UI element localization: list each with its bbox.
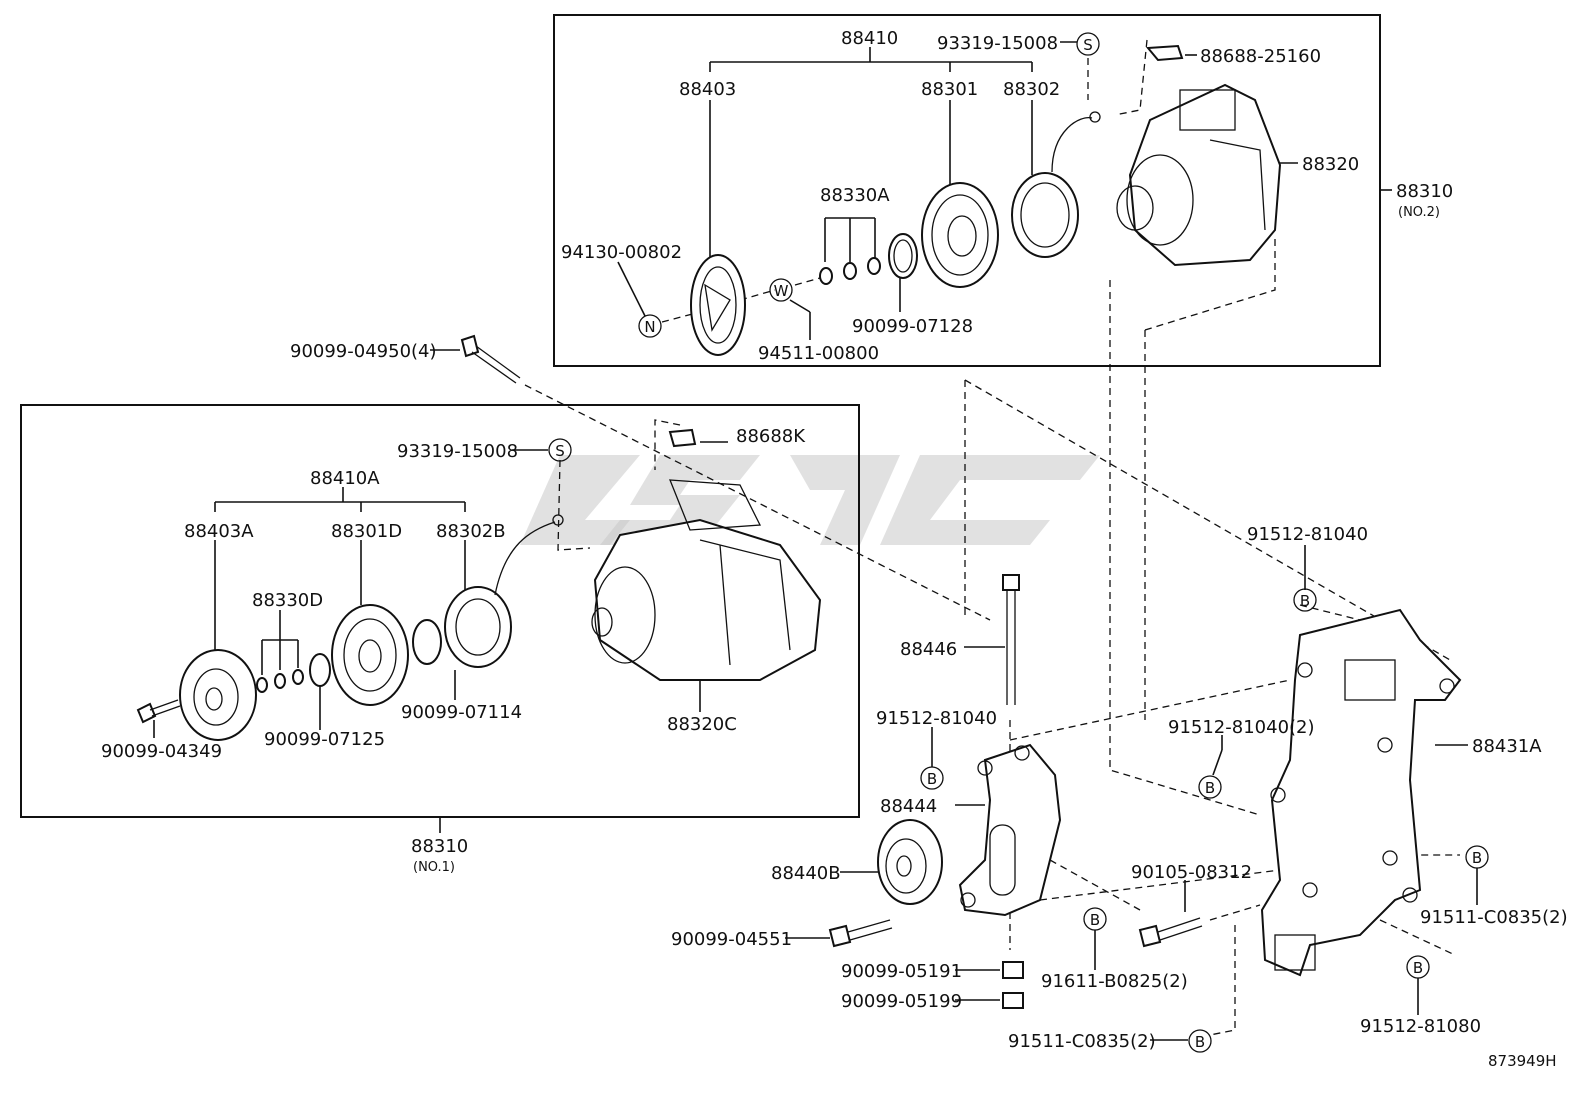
label-93319-left: 93319-15008 [397, 441, 518, 462]
nut-90099-05191 [1002, 961, 1024, 979]
label-88310-no1-sub: (NO.1) [413, 860, 455, 875]
label-88310-no2: 88310 [1396, 181, 1453, 202]
svg-text:S: S [555, 442, 565, 460]
callout-s-left: S [548, 438, 572, 462]
left-ring-90099-07114 [412, 619, 442, 665]
label-88301: 88301 [921, 79, 978, 100]
label-88320: 88320 [1302, 154, 1359, 175]
bolt-90099-04950 [460, 334, 521, 384]
left-hub-plate-88403A [179, 649, 257, 741]
bolt-88446 [1002, 574, 1020, 705]
label-88310-no2-sub: (NO.2) [1398, 205, 1440, 220]
label-88440B: 88440B [771, 863, 841, 884]
label-88688K: 88688K [736, 426, 806, 447]
label-88410: 88410 [841, 28, 898, 49]
callout-w: W [769, 278, 793, 302]
label-88403A: 88403A [184, 521, 254, 542]
left-pulley-88301D [331, 604, 409, 706]
top-snap-ring-90099-07128 [888, 233, 918, 279]
label-94130-00802: 94130-00802 [561, 242, 682, 263]
callout-b-2: B [920, 766, 944, 790]
callout-b-4: B [1465, 845, 1489, 869]
label-90099-05191: 90099-05191 [841, 961, 962, 982]
label-88688-25160: 88688-25160 [1200, 46, 1321, 67]
label-93319-top: 93319-15008 [937, 33, 1058, 54]
label-88302: 88302 [1003, 79, 1060, 100]
label-90105-08312: 90105-08312 [1131, 862, 1252, 883]
label-88410A: 88410A [310, 468, 380, 489]
left-snap-ring-90099-07125 [309, 653, 331, 687]
left-stator-88302B [444, 514, 564, 668]
callout-b-1: B [1293, 588, 1317, 612]
svg-text:B: B [1195, 1033, 1205, 1051]
svg-text:B: B [1413, 959, 1423, 977]
label-88330A: 88330A [820, 185, 890, 206]
svg-text:B: B [927, 770, 937, 788]
callout-b-5: B [1083, 907, 1107, 931]
top-bracket-88688-25160 [1145, 44, 1184, 62]
svg-text:B: B [1472, 849, 1482, 867]
left-leader-lines [153, 419, 728, 833]
label-90099-07125: 90099-07125 [264, 729, 385, 750]
nut-90099-05199 [1002, 992, 1024, 1009]
label-91511-c0835-right: 91511-C0835(2) [1420, 907, 1568, 928]
svg-text:B: B [1205, 779, 1215, 797]
left-compressor-88320C [591, 479, 822, 681]
callout-b-6: B [1406, 955, 1430, 979]
diagram-reference-code: 873949H [1488, 1052, 1557, 1070]
label-90099-04551: 90099-04551 [671, 929, 792, 950]
bracket-88431A [1260, 608, 1462, 977]
label-91512-81040-mid: 91512-81040 [876, 708, 997, 729]
left-bolt-90099-04349 [136, 699, 181, 724]
right-leader-lines [785, 545, 1478, 1041]
top-stator-88302 [1011, 111, 1101, 258]
svg-text:B: B [1090, 911, 1100, 929]
svg-text:N: N [644, 318, 655, 336]
callout-b-7: B [1188, 1029, 1212, 1053]
top-leader-lines [617, 39, 1392, 340]
label-91511-c0835-bottom: 91511-C0835(2) [1008, 1031, 1156, 1052]
left-bracket-88688K [668, 428, 697, 448]
label-88444: 88444 [880, 796, 937, 817]
left-shims-88330D [256, 669, 304, 693]
bracket-88444 [958, 743, 1062, 917]
top-shims-88330A [819, 257, 881, 285]
label-90099-04950: 90099-04950(4) [290, 341, 437, 362]
label-88446: 88446 [900, 639, 957, 660]
label-88302B: 88302B [436, 521, 506, 542]
top-pulley-88301 [921, 182, 999, 288]
label-90099-05199: 90099-05199 [841, 991, 962, 1012]
callout-s-top: S [1076, 32, 1100, 56]
label-90099-04349: 90099-04349 [101, 741, 222, 762]
callout-n: N [638, 314, 662, 338]
callout-b-3: B [1198, 775, 1222, 799]
label-88310-no1: 88310 [411, 836, 468, 857]
svg-text:W: W [774, 282, 789, 300]
label-91512-81040-2: 91512-81040(2) [1168, 717, 1315, 738]
label-88403: 88403 [679, 79, 736, 100]
label-90099-07114: 90099-07114 [401, 702, 522, 723]
watermark-logo [520, 455, 1100, 545]
label-91512-81040-top: 91512-81040 [1247, 524, 1368, 545]
top-hub-plate-88403 [690, 254, 746, 356]
label-91512-81080: 91512-81080 [1360, 1016, 1481, 1037]
top-compressor-88320 [1116, 83, 1282, 267]
svg-text:B: B [1300, 592, 1310, 610]
svg-text:S: S [1083, 36, 1093, 54]
bolt-90105-08312 [1138, 917, 1203, 948]
idler-pulley-88440B [877, 819, 943, 905]
bolt-90099-04551 [828, 919, 893, 948]
label-88301D: 88301D [331, 521, 402, 542]
label-94511-00800: 94511-00800 [758, 343, 879, 364]
label-91611-b0825: 91611-B0825(2) [1041, 971, 1188, 992]
label-88431A: 88431A [1472, 736, 1542, 757]
label-88330D: 88330D [252, 590, 323, 611]
label-88320C: 88320C [667, 714, 737, 735]
label-90099-07128: 90099-07128 [852, 316, 973, 337]
